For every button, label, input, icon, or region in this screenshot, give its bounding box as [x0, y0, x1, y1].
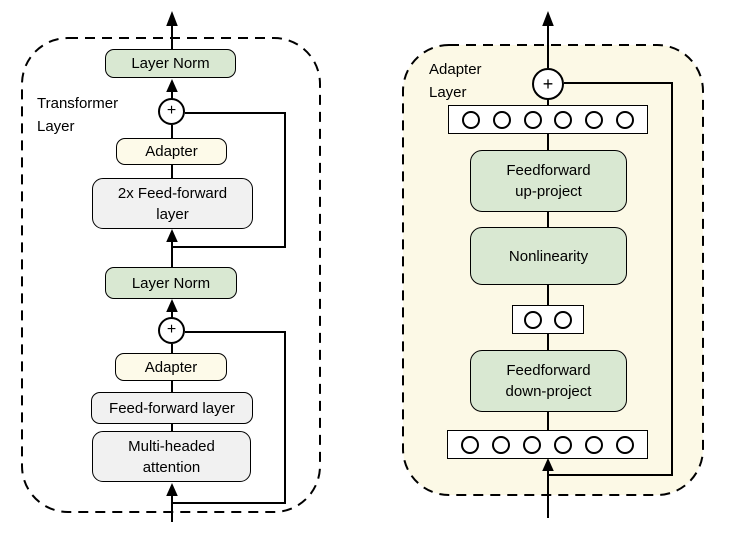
layer-norm-top-box: Layer Norm	[105, 49, 236, 78]
bottleneck-vector-strip	[512, 305, 584, 334]
feedforward-down-project-box: Feedforward down-project	[470, 350, 627, 412]
adapter-bottom-label: Adapter	[144, 358, 198, 376]
feedforward-layer-box: Feed-forward layer	[91, 392, 253, 424]
arrowhead-output-right	[542, 11, 554, 26]
feature-circle	[523, 110, 542, 129]
multi-head-attention-label: Multi-headed attention	[128, 437, 215, 476]
feature-circle	[585, 110, 604, 129]
feedforward-down-project-label: Feedforward down-project	[505, 362, 592, 400]
layer-norm-bottom-label: Layer Norm	[131, 274, 211, 292]
residual-add-node-top: +	[158, 98, 185, 125]
arrowhead-output-left	[166, 11, 178, 26]
layer-norm-top-label: Layer Norm	[131, 55, 210, 72]
feedforward-2x-box: 2x Feed-forward layer	[92, 178, 253, 229]
feature-circle	[553, 310, 572, 329]
feature-circle	[461, 110, 480, 129]
feedforward-up-project-box: Feedforward up-project	[470, 150, 627, 212]
skip-connection-right	[548, 82, 673, 476]
adapter-bottom-box: Adapter	[115, 353, 227, 381]
feature-circle	[616, 110, 635, 129]
feature-circle	[554, 110, 573, 129]
nonlinearity-label: Nonlinearity	[508, 247, 589, 265]
feature-circle	[492, 110, 511, 129]
transformer-layer-label: Transformer Layer	[37, 95, 119, 135]
nonlinearity-box: Nonlinearity	[470, 227, 627, 285]
feature-circle	[585, 435, 603, 454]
feature-circle	[554, 435, 572, 454]
feature-circle	[461, 435, 479, 454]
residual-add-node-bottom: +	[158, 317, 185, 344]
plus-icon: +	[542, 73, 554, 94]
feedforward-up-project-label: Feedforward up-project	[506, 162, 591, 200]
skip-connection-lower-left	[172, 331, 286, 504]
feature-vector-input-strip	[447, 430, 648, 459]
plus-icon: +	[166, 102, 177, 119]
multi-head-attention-box: Multi-headed attention	[92, 431, 251, 482]
feature-circle	[616, 435, 634, 454]
feature-circle	[523, 435, 541, 454]
residual-add-node-adapter: +	[532, 68, 564, 100]
arrowhead-into-ff2x	[166, 229, 178, 242]
arrowhead-into-layernorm-bottom	[166, 299, 178, 312]
feedforward-2x-label: 2x Feed-forward layer	[117, 184, 228, 223]
arrowhead-into-input-strip	[542, 458, 554, 471]
feature-circle	[492, 435, 510, 454]
feedforward-layer-label: Feed-forward layer	[109, 399, 235, 417]
adapter-layer-label: Adapter Layer	[429, 61, 482, 101]
adapter-top-label: Adapter	[145, 143, 198, 160]
layer-norm-bottom-box: Layer Norm	[105, 267, 237, 299]
feature-circle	[524, 310, 543, 329]
feature-vector-output-strip	[448, 105, 648, 134]
skip-connection-upper-left	[172, 112, 286, 248]
arrowhead-into-layernorm-top	[166, 79, 178, 92]
plus-icon: +	[166, 321, 177, 338]
arrowhead-into-mha	[166, 483, 178, 496]
adapter-top-box: Adapter	[116, 138, 227, 165]
